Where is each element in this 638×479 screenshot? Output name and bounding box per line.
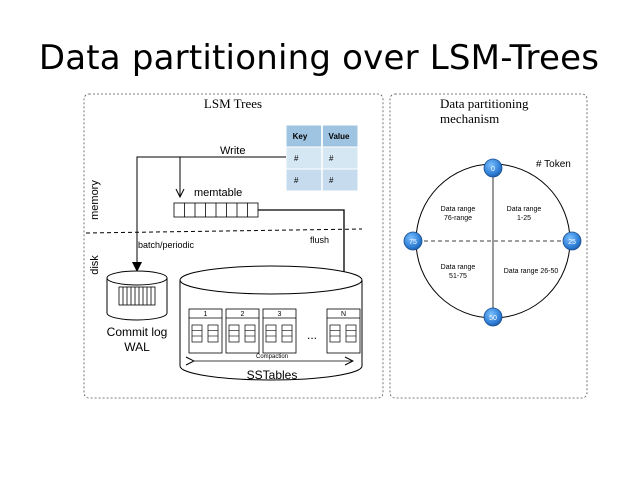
range-label: 51-75 [449,273,467,280]
write-label: Write [220,145,245,157]
compaction-label: Compaction [256,354,288,360]
sstable-ellipsis: ... [307,328,317,342]
kv-cell: # [294,154,299,163]
range-label: 76-range [444,215,472,222]
kv-cell: # [329,176,334,185]
token-25 [562,231,582,251]
commit-log-stripes [122,287,152,305]
flush-label: flush [310,235,329,245]
commit-log-cylinder [106,270,168,321]
commit-log-wal-label: WAL [124,340,150,354]
sstable-label: N [341,311,346,318]
memtable [173,202,259,218]
token-50 [483,307,503,327]
memtable-label: memtable [194,187,242,199]
kv-header-value: Value [329,132,350,141]
sstable-3 [262,308,297,354]
write-arrow-line [132,156,286,272]
sstables-top [179,265,363,295]
partition-panel-subtitle: mechanism [440,111,499,126]
range-label: Data range 26-50 [504,268,559,275]
token-label-25: 25 [568,239,576,246]
kv-cell: # [294,176,299,185]
range-label: 1-25 [517,215,531,222]
range-label: Data range [441,206,476,213]
sstable-n [326,308,361,354]
commit-log-block [118,286,156,306]
range-label: Data range [441,264,476,271]
commit-log-label: Commit log [107,325,168,339]
sstable-1 [188,308,223,354]
token-label-75: 75 [409,239,417,246]
lsm-panel [83,93,384,399]
token-label-0: 0 [491,166,495,173]
kv-cell: # [329,154,334,163]
partition-panel [389,93,588,399]
token-75 [403,231,423,251]
token-0 [483,158,503,178]
token-label: # Token [536,159,571,170]
sstable-2 [225,308,260,354]
sstable-label: 3 [278,311,282,318]
partition-panel-title: Data partitioning [440,96,529,111]
commit-log-top [106,270,168,286]
sstable-label: 1 [204,311,208,318]
kv-table: Key Value # # # # [285,124,359,192]
range-label: Data range [507,206,542,213]
slide-title: Data partitioning over LSM-Trees [38,38,600,78]
disk-label: disk [89,255,101,275]
sstable-label: 2 [241,311,245,318]
lsm-panel-title: LSM Trees [204,96,262,111]
memory-disk-divider [85,228,363,234]
kv-header-key: Key [293,132,308,141]
token-label-50: 50 [489,315,497,322]
sstables-label: SSTables [247,368,298,382]
batch-label: batch/periodic [138,240,195,250]
memory-label: memory [89,180,101,220]
